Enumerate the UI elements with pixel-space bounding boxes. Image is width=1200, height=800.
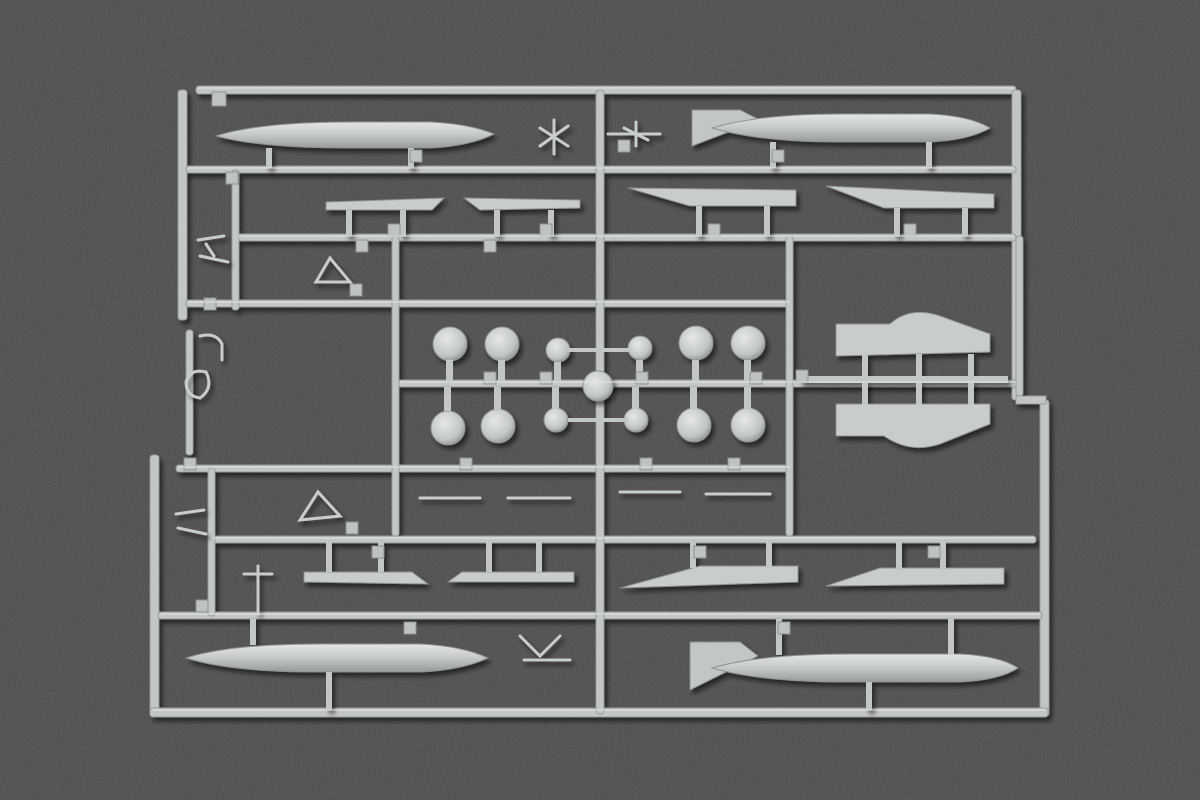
frame-left-rail-lower	[149, 454, 160, 718]
gate-tabs	[183, 91, 941, 635]
wheel	[432, 326, 468, 362]
fin-parts	[303, 185, 1005, 589]
wheel	[627, 335, 653, 361]
wheel	[730, 325, 766, 361]
runner-h5	[175, 464, 793, 473]
wheel	[730, 407, 766, 443]
wheel	[480, 408, 516, 444]
runner-h3	[185, 299, 793, 308]
drop-tank-bottom-right	[689, 619, 1019, 710]
wheel	[484, 326, 520, 362]
rail-highlights	[152, 87, 1046, 711]
wheel	[543, 407, 569, 433]
drop-tank-top-right	[691, 109, 991, 168]
runner-v-left-b	[391, 235, 400, 537]
runner-v-left-a	[231, 169, 240, 311]
frame-left-rail-upper	[177, 89, 188, 321]
wheel	[582, 370, 614, 402]
runner-h6	[209, 535, 1037, 544]
runner-v-left-c	[207, 467, 216, 617]
wheel	[545, 337, 571, 363]
runner-v-right-a	[785, 235, 794, 537]
small-parts	[174, 118, 772, 662]
runner-v-center	[595, 89, 605, 715]
wheel-gates	[444, 348, 751, 422]
pylon-parts	[800, 311, 1008, 449]
frame-right-rail-lower	[1039, 399, 1050, 717]
wheel	[430, 410, 466, 446]
runner-v-right-b	[1015, 235, 1024, 397]
wheel	[678, 325, 714, 361]
wheel	[676, 407, 712, 443]
frame-right-jog	[1015, 395, 1047, 405]
frame-top-rail	[195, 85, 1017, 95]
drop-tank-bottom-left	[184, 619, 490, 710]
